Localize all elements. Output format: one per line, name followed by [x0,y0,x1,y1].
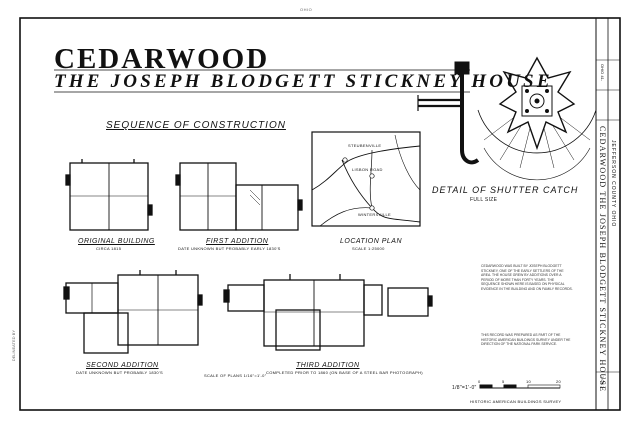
sub-second-addition: DATE UNKNOWN BUT PROBABLY 1830'S [76,370,163,375]
sub-first-addition: DATE UNKNOWN BUT PROBABLY EARLY 1830'S [178,246,281,251]
top-edge-label: OHIO [300,7,313,12]
drawing-title: CEDARWOOD [54,43,270,75]
historical-notes: CEDARWOOD WAS BUILT BY JOSEPH BLODGETT S… [481,264,573,291]
scale-bar [479,384,561,389]
map-label-lisbon-road: LISBON ROAD [352,167,383,172]
sequence-heading: SEQUENCE OF CONSTRUCTION [106,120,286,131]
scale-tick-0: 0 [478,379,481,384]
plan-first-addition [175,162,303,231]
caption-location-plan: LOCATION PLAN [340,238,402,245]
map-label-steubenville: STEUBENVILLE [348,143,382,148]
drawing-subtitle: THE JOSEPH BLODGETT STICKNEY HOUSE [54,71,553,92]
sub-shutter-catch: FULL SIZE [470,197,498,203]
sheet-number: 1 OF 1 [600,376,605,389]
scale-tick-10: 10 [526,379,532,384]
scale-tick-20: 20 [556,379,562,384]
plan-second-addition [63,270,203,354]
map-label-wintersville: WINTERSVILLE [358,212,391,217]
plan-third-addition [223,274,433,351]
sheet-border [19,17,621,411]
survey-number: OHIO 41- [600,64,605,82]
sub-third-addition: COMPLETED PRIOR TO 1860 (ON BASE OF A ST… [266,370,423,375]
shutter-catch-side-view [417,61,480,165]
caption-third-addition: THIRD ADDITION [296,362,360,369]
left-margin-note: DELINEATED BY [11,330,16,362]
caption-first-addition: FIRST ADDITION [206,238,269,245]
caption-second-addition: SECOND ADDITION [86,362,159,369]
scale-tick-5: 5 [502,379,505,384]
scale-of-plans-note: SCALE OF PLANS 1/16"=1'-0" [204,373,267,378]
shutter-catch-front-view [477,56,597,181]
location-plan-map [311,131,421,227]
side-title-block: CEDARWOOD THE JOSEPH BLODGETT STICKNEY H… [598,126,607,393]
scale-bar-label: 1/8"=1'-0" [452,385,477,391]
plan-original-building [65,159,153,231]
caption-shutter-catch: DETAIL OF SHUTTER CATCH [432,185,579,195]
survey-credit: HISTORIC AMERICAN BUILDINGS SURVEY [470,399,562,404]
sub-location-plan: SCALE 1:25000 [352,246,385,251]
side-title-location: JEFFERSON COUNTY OHIO [610,140,616,228]
caption-original-building: ORIGINAL BUILDING [78,238,155,245]
survey-notes: THIS RECORD WAS PREPARED AS PART OF THE … [481,333,571,347]
sub-original-building: CIRCA 1815 [96,246,122,251]
